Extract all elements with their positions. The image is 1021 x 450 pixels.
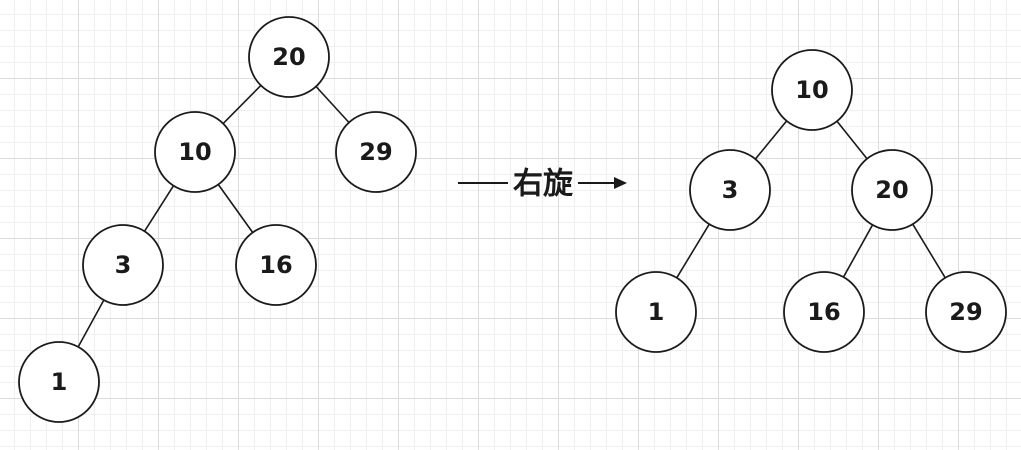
after-edge [912, 223, 946, 279]
before-node-label: 16 [259, 251, 292, 279]
before-node: 3 [82, 224, 164, 306]
before-node-circle [235, 224, 317, 306]
before-node-label: 10 [178, 138, 211, 166]
before-edge [143, 185, 175, 232]
after-node: 10 [771, 49, 853, 131]
before-node: 10 [154, 111, 236, 193]
after-edge [676, 223, 710, 279]
operation-label: 右旋 [513, 167, 573, 202]
after-node: 16 [783, 271, 865, 353]
before-edge [222, 84, 262, 125]
after-node-circle [771, 49, 853, 131]
before-edge [315, 85, 350, 124]
before-edge [77, 299, 105, 348]
after-node: 3 [689, 149, 771, 231]
before-node-circle [154, 111, 236, 193]
after-node-label: 3 [722, 176, 739, 204]
before-node-circle [82, 224, 164, 306]
after-node-circle [783, 271, 865, 353]
before-node-circle [248, 16, 330, 98]
after-node-label: 1 [648, 298, 665, 326]
after-edge [754, 120, 788, 160]
before-node-label: 20 [272, 43, 305, 71]
rotation-arrow: 右旋 [458, 167, 627, 202]
after-node-label: 29 [949, 298, 982, 326]
after-node-circle [689, 149, 771, 231]
after-edge [836, 120, 868, 160]
before-node-label: 29 [359, 138, 392, 166]
before-edge [217, 184, 254, 233]
after-node-circle [851, 149, 933, 231]
after-node-circle [615, 271, 697, 353]
before-node: 29 [335, 111, 417, 193]
nodes-layer: 20 10 29 3 16 1 10 3 20 1 16 29 [18, 16, 1007, 423]
after-node: 29 [925, 271, 1007, 353]
before-node: 20 [248, 16, 330, 98]
after-node-circle [925, 271, 1007, 353]
after-node: 20 [851, 149, 933, 231]
before-node: 1 [18, 341, 100, 423]
before-node: 16 [235, 224, 317, 306]
after-node-label: 10 [795, 76, 828, 104]
after-edge [842, 224, 874, 278]
before-node-label: 1 [51, 368, 68, 396]
before-node-circle [18, 341, 100, 423]
before-node-label: 3 [115, 251, 132, 279]
after-node: 1 [615, 271, 697, 353]
after-node-label: 16 [807, 298, 840, 326]
arrow-head [614, 177, 627, 189]
edges-layer [77, 84, 946, 348]
after-node-label: 20 [875, 176, 908, 204]
before-node-circle [335, 111, 417, 193]
